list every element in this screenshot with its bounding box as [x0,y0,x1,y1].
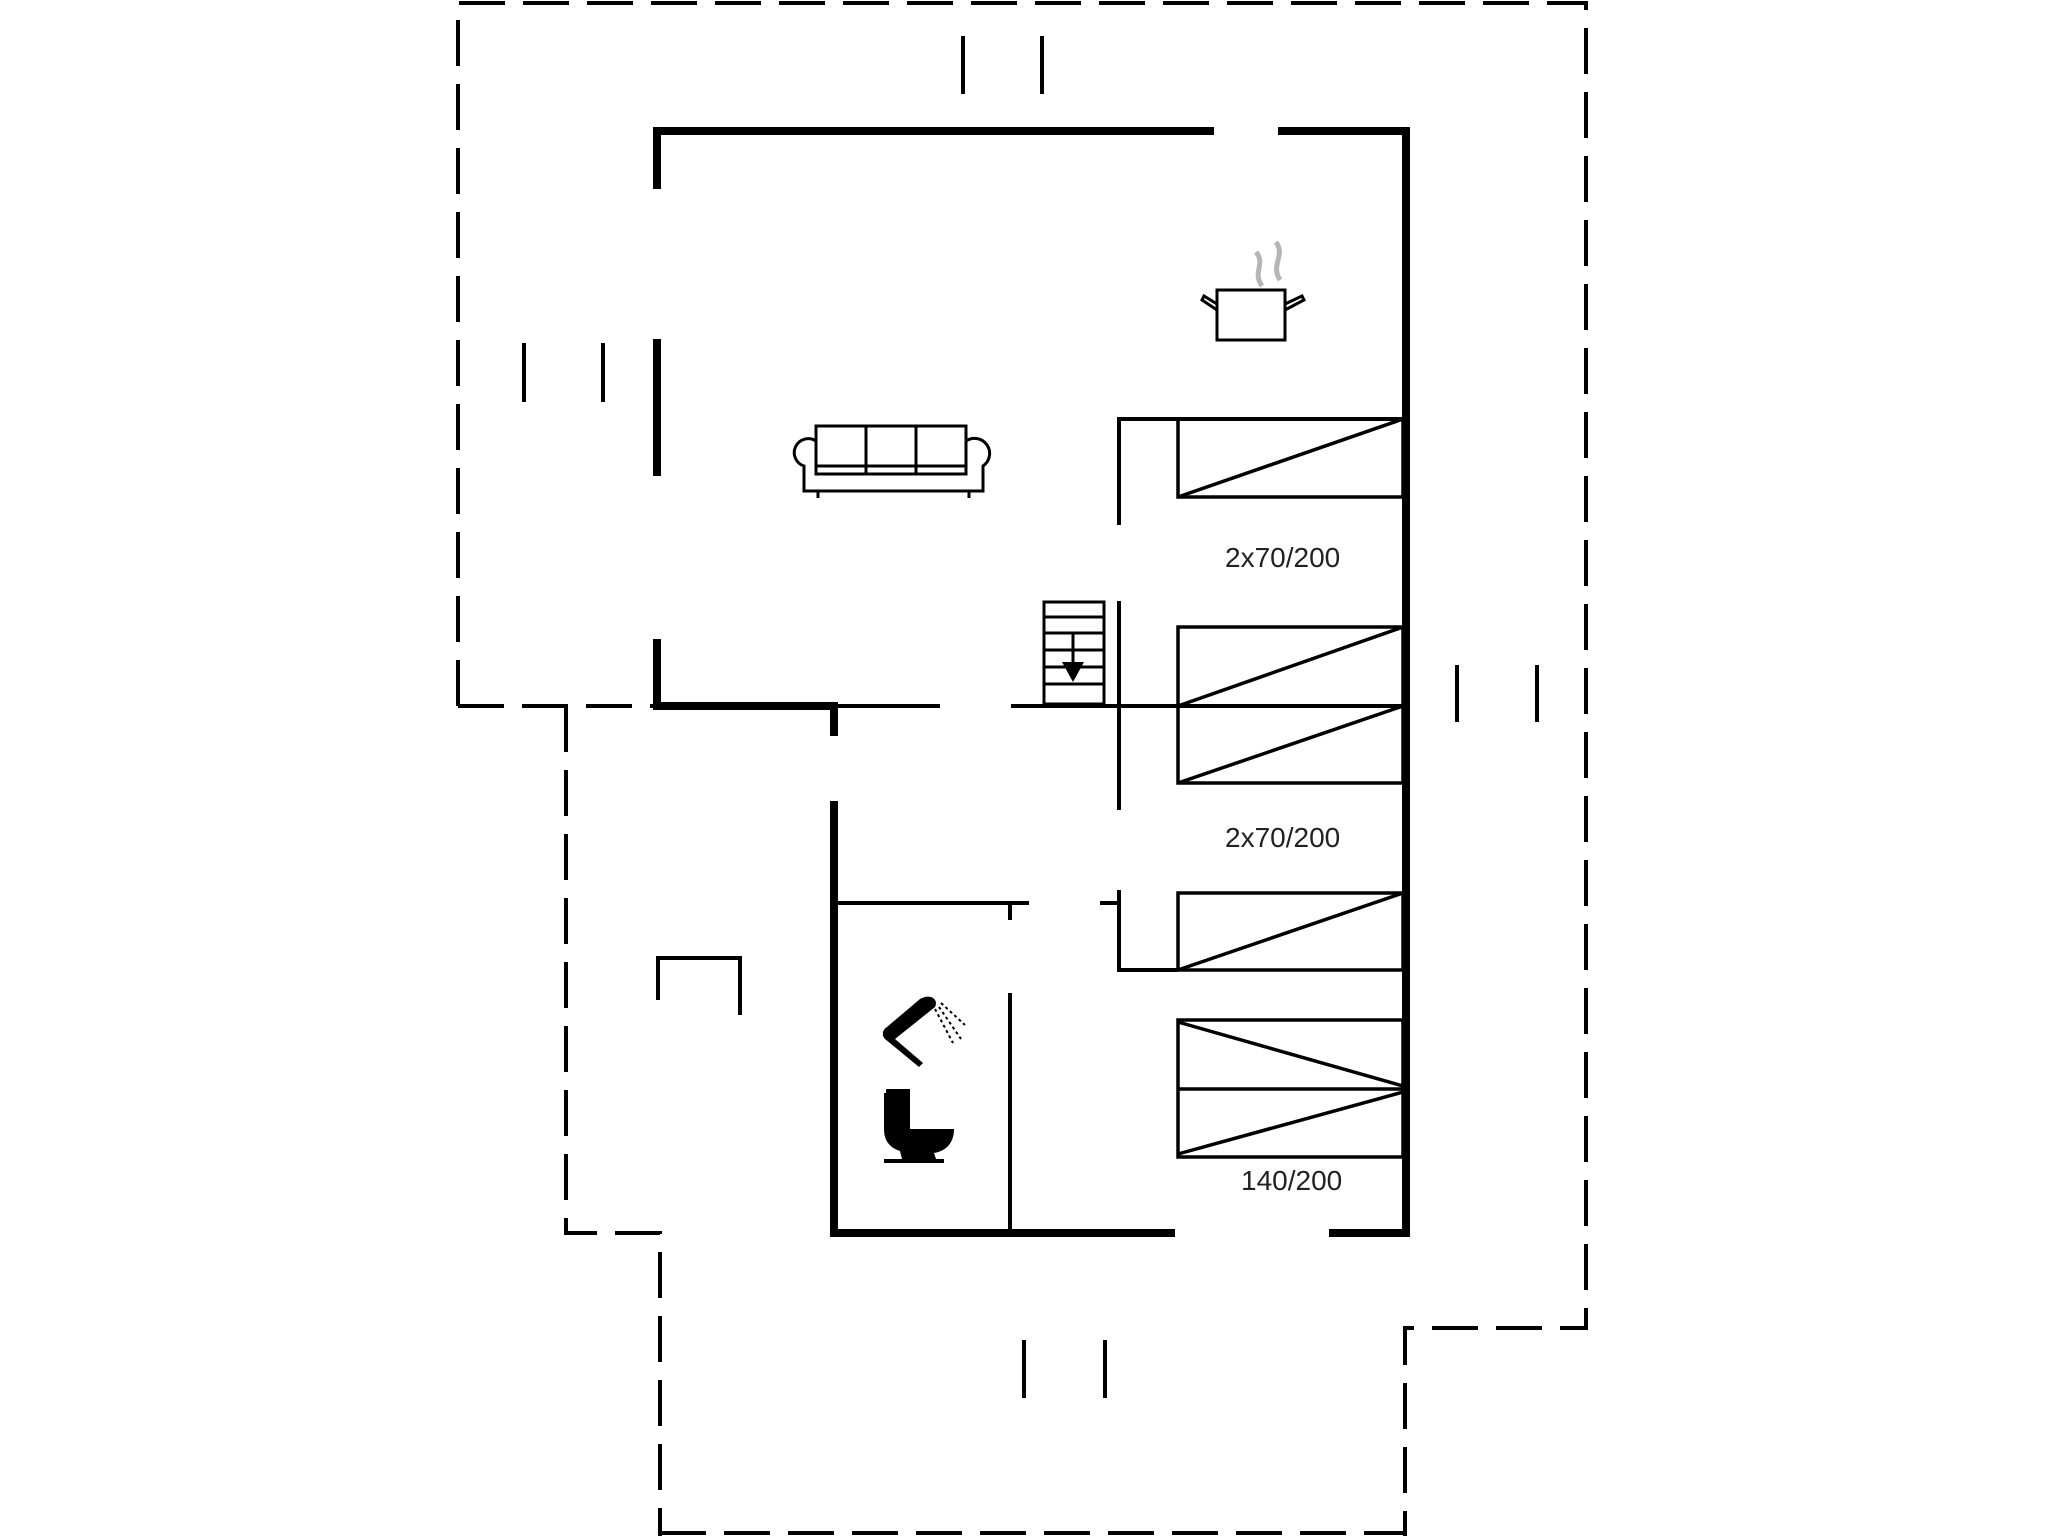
exterior-walls [653,127,1410,1237]
bed-1 [1176,417,1405,499]
cooking-pot-icon [1200,240,1306,342]
railing-markers [522,36,1539,1398]
bed-double [1176,1018,1405,1159]
bed-label-2: 2x70/200 [1225,822,1341,853]
bed-label-1: 2x70/200 [1225,542,1341,573]
bed-2a [1176,625,1405,708]
bed-label-3: 140/200 [1241,1165,1343,1196]
toilet-icon [884,1089,954,1163]
terrace-outline [456,1,1588,1536]
bed-3a [1176,891,1405,972]
bed-2b [1176,704,1405,785]
sofa-icon [792,424,992,498]
shower-icon [882,996,966,1067]
stairs-down-icon [1042,600,1106,706]
